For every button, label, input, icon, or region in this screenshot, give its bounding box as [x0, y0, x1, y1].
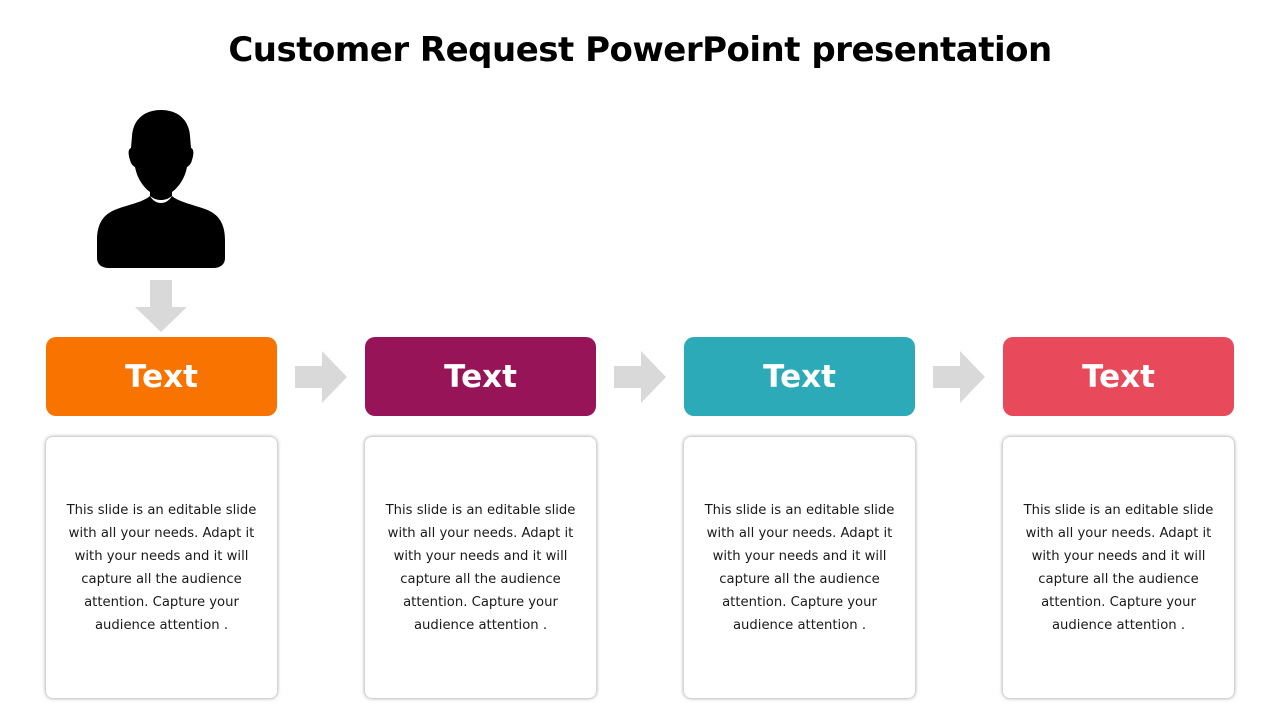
arrow-right-icon — [614, 351, 666, 403]
step-header-label: Text — [1082, 358, 1155, 395]
arrow-right-icon — [933, 351, 985, 403]
person-silhouette-icon — [97, 110, 225, 268]
step-card-body: This slide is an editable slide with all… — [385, 502, 576, 633]
step-card-body: This slide is an editable slide with all… — [704, 502, 895, 633]
step-card-body: This slide is an editable slide with all… — [66, 502, 257, 633]
step-header-3: Text — [684, 337, 915, 416]
step-header-1: Text — [46, 337, 277, 416]
step-card-3: This slide is an editable slide with all… — [684, 437, 915, 698]
slide-title: Customer Request PowerPoint presentation — [228, 30, 1052, 70]
step-header-2: Text — [365, 337, 596, 416]
step-card-1: This slide is an editable slide with all… — [46, 437, 277, 698]
step-header-label: Text — [763, 358, 836, 395]
step-header-4: Text — [1003, 337, 1234, 416]
arrow-right-icon — [295, 351, 347, 403]
step-card-2: This slide is an editable slide with all… — [365, 437, 596, 698]
step-card-body: This slide is an editable slide with all… — [1023, 502, 1214, 633]
step-card-4: This slide is an editable slide with all… — [1003, 437, 1234, 698]
step-header-label: Text — [125, 358, 198, 395]
step-header-label: Text — [444, 358, 517, 395]
arrow-down-icon — [135, 280, 187, 332]
